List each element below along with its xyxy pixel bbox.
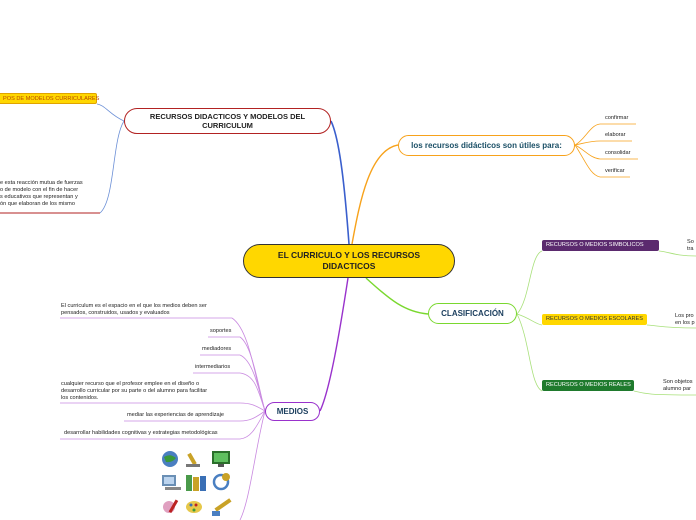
medios-item-habilidades[interactable]: desarrollar habilidades cognitivas y est…	[64, 430, 218, 436]
microscope-icon	[186, 452, 200, 467]
topic-recursos-utiles[interactable]: los recursos didácticos son útiles para:	[398, 135, 575, 156]
globe-icon	[162, 451, 178, 467]
central-topic[interactable]: EL CURRICULO Y LOS RECURSOS DIDACTICOS	[243, 244, 455, 278]
pencil-icon	[212, 498, 232, 516]
medios-item-mediar[interactable]: mediar las experiencias de aprendizaje	[127, 412, 225, 418]
connector-central-medios	[319, 277, 349, 412]
reales-text[interactable]: Son objetos alumno par	[663, 379, 693, 392]
item-verificar[interactable]: verificar	[605, 168, 625, 174]
palette-icon	[186, 501, 202, 513]
books-icon	[186, 475, 206, 491]
computer-icon	[162, 475, 181, 490]
subtopic-medios-simbolicos[interactable]: RECURSOS O MEDIOS SIMBOLICOS	[542, 240, 659, 251]
monitor-icon	[212, 451, 230, 467]
subtopic-modelos-text[interactable]: e esta reacción mutua de fuerzas o de mo…	[0, 180, 83, 207]
item-consolidar[interactable]: consolidar	[605, 150, 631, 156]
subtopic-medios-escolares[interactable]: RECURSOS O MEDIOS ESCOLARES	[542, 314, 647, 325]
escolares-text[interactable]: Los pro en los p	[675, 313, 695, 326]
connector-central-clasificacion	[365, 277, 429, 315]
medios-item-cualquier-recurso[interactable]: cualquier recurso que el profesor emplee…	[61, 381, 208, 401]
subtopic-medios-reales[interactable]: RECURSOS O MEDIOS REALES	[542, 380, 634, 391]
connector-modelos-text	[99, 120, 125, 214]
gears-icon	[212, 473, 230, 491]
connector-central-utiles	[351, 144, 399, 245]
topic-clasificacion[interactable]: CLASIFICACIÓN	[428, 303, 517, 324]
paint-icon	[163, 499, 179, 514]
medios-item-intermediarios[interactable]: intermediarios	[195, 364, 231, 370]
item-confirmar[interactable]: confirmar	[605, 115, 629, 121]
topic-medios[interactable]: MEDIOS	[265, 402, 320, 421]
medios-item-soportes[interactable]: soportes	[210, 328, 232, 334]
connector-central-recursos	[330, 120, 350, 245]
topic-recursos-didacticos[interactable]: RECURSOS DIDACTICOS Y MODELOS DEL CURRIC…	[124, 108, 331, 134]
item-elaborar[interactable]: elaborar	[605, 132, 626, 138]
simbolicos-text[interactable]: So tra	[687, 239, 694, 252]
connector-recursos-modelos	[96, 103, 125, 122]
medios-item-curriculum[interactable]: El curriculum es el espacio en el que lo…	[61, 303, 207, 316]
medios-clipart-image	[162, 451, 232, 516]
subtopic-modelos-curriculares[interactable]: POS DE MODELOS CURRICULARES	[0, 93, 99, 104]
medios-item-mediadores[interactable]: mediadores	[202, 346, 232, 352]
